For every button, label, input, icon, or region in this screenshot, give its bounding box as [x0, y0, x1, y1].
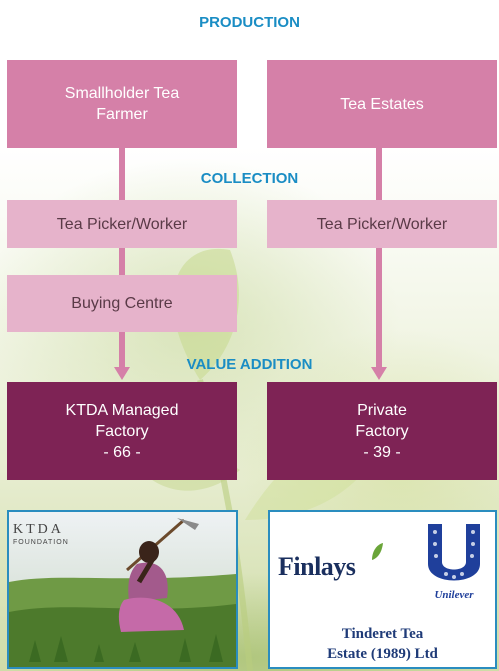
tea-picker-left-box: Tea Picker/Worker	[7, 200, 237, 248]
estate-name-line-2: Estate (1989) Ltd	[327, 646, 438, 662]
private-line-2: Factory	[355, 422, 409, 440]
value-addition-heading: VALUE ADDITION	[186, 356, 313, 373]
ktda-line-1: KTDA Managed	[65, 401, 179, 419]
finlays-leaf-icon	[372, 543, 383, 560]
ktda-logo: KTDA FOUNDATION	[13, 522, 69, 546]
unilever-logo-text: Unilever	[434, 589, 474, 601]
ktda-logo-text: KTDA	[13, 522, 64, 537]
ktda-foundation-photo: KTDA FOUNDATION	[7, 510, 238, 669]
tea-estates-box: Tea Estates	[267, 60, 497, 148]
tea-picker-right-label: Tea Picker/Worker	[316, 215, 448, 233]
farmer-photo-illustration	[9, 512, 236, 667]
private-count: - 39 -	[363, 443, 401, 461]
unilever-u-icon	[428, 524, 480, 581]
tea-estates-label: Tea Estates	[340, 95, 424, 113]
ktda-count: - 66 -	[103, 443, 141, 461]
buying-centre-box: Buying Centre	[7, 275, 237, 332]
finlays-logo: Finlays	[278, 543, 383, 582]
ktda-line-2: Factory	[95, 422, 149, 440]
estate-name: Tinderet Tea Estate (1989) Ltd	[270, 624, 495, 664]
arrow-to-private-icon	[371, 367, 387, 380]
collection-heading: COLLECTION	[200, 170, 299, 187]
connector-buying-centre	[119, 248, 125, 275]
smallholder-line-1: Smallholder Tea	[64, 85, 180, 102]
production-heading: PRODUCTION	[199, 14, 300, 31]
buying-centre-label: Buying Centre	[71, 295, 173, 312]
connector-estates	[376, 148, 382, 200]
unilever-logo: Unilever	[418, 522, 490, 601]
ktda-logo-subtext: FOUNDATION	[13, 539, 69, 546]
estate-logos-panel: Finlays Unilever Tinderet Tea Estate (19…	[268, 510, 497, 669]
estate-name-line-1: Tinderet Tea	[341, 626, 424, 642]
smallholder-line-2: Farmer	[96, 106, 148, 123]
finlays-logo-text: Finlays	[278, 552, 356, 581]
arrow-to-ktda-icon	[114, 367, 130, 380]
connector-to-ktda	[119, 332, 125, 367]
private-line-1: Private	[357, 401, 407, 419]
tea-picker-right-box: Tea Picker/Worker	[267, 200, 497, 248]
tea-picker-left-label: Tea Picker/Worker	[56, 215, 188, 233]
connector-smallholder	[119, 148, 125, 200]
connector-to-private	[376, 248, 382, 367]
